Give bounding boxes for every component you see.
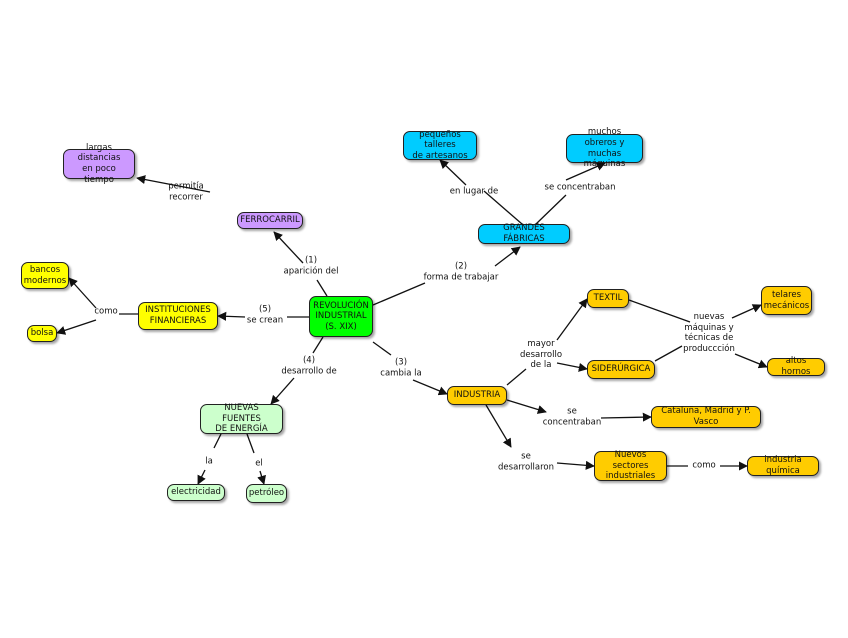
node-pequenos-talleres[interactable]: pequeños talleres de artesanos <box>403 130 477 161</box>
node-cataluna-madrid-pvasco[interactable]: Cataluña, Madrid y P. Vasco <box>651 406 761 428</box>
connector-line <box>628 299 691 323</box>
connector-line <box>600 412 652 422</box>
label-se-desarrollaron: se desarrollaron <box>498 451 554 472</box>
connector-line <box>68 277 97 309</box>
label-cambia-la: (3) cambia la <box>380 357 422 378</box>
node-ferrocarril[interactable]: FERROCARRIL <box>237 212 303 229</box>
node-largas-distancias[interactable]: largas distancias en poco tiempo <box>63 143 135 185</box>
connector-line <box>372 341 392 356</box>
node-telares-mecanicos[interactable]: telares mecánicos <box>761 286 812 315</box>
label-se-concentraban-industria: se concentraban <box>542 406 602 427</box>
label-como-quimica: como <box>692 460 716 471</box>
label-se-crean: (5) se crean <box>246 304 284 325</box>
label-el: el <box>255 458 263 469</box>
node-bolsa[interactable]: bolsa <box>27 325 57 342</box>
connector-line <box>270 377 295 405</box>
label-mayor-desarrollo: mayor desarrollo de la <box>519 339 563 371</box>
label-en-lugar-de: en lugar de <box>449 186 499 197</box>
connector-line <box>731 304 762 319</box>
label-permitia: permitía recorrer <box>168 181 204 202</box>
connector-line <box>494 246 521 267</box>
connector-line <box>556 460 595 470</box>
connector-line <box>312 336 324 354</box>
connector-line <box>213 433 222 449</box>
node-petroleo[interactable]: petróleo <box>246 484 287 503</box>
connector-line <box>654 345 683 362</box>
label-aparicion: (1) aparición del <box>283 255 339 276</box>
connector-line <box>217 311 246 321</box>
node-industria[interactable]: INDUSTRIA <box>447 386 507 405</box>
connector-line <box>273 231 304 264</box>
node-siderurgica[interactable]: SIDERÚRGICA <box>587 360 655 379</box>
connector-line <box>485 404 512 448</box>
connector-line <box>565 162 606 181</box>
label-se-concentraban-fabricas: se concentraban <box>544 182 616 193</box>
connector-line <box>257 470 266 485</box>
node-textil[interactable]: TEXTIL <box>587 289 629 308</box>
label-desarrollo-de: (4) desarrollo de <box>281 355 337 376</box>
label-la: la <box>205 456 213 467</box>
label-forma-trabajar: (2) forma de trabajar <box>423 261 499 282</box>
node-muchos-obreros[interactable]: muchos obreros y muchas máquinas <box>566 127 643 169</box>
connector-line <box>734 353 768 369</box>
node-bancos-modernos[interactable]: bancos modernos <box>21 262 69 289</box>
node-nuevos-sectores[interactable]: Nuevos sectores industriales <box>594 450 667 481</box>
node-electricidad[interactable]: electricidad <box>167 484 225 501</box>
node-nuevas-fuentes-energia[interactable]: NUEVAS FUENTES DE ENERGÍA <box>200 403 283 434</box>
connector-line <box>246 433 255 454</box>
connector-line <box>412 379 448 396</box>
label-nuevas-maquinas: nuevas máquinas y técnicas de produccció… <box>683 311 735 354</box>
connector-line <box>372 282 426 306</box>
label-como-bancos: como <box>94 306 118 317</box>
connector-line <box>506 368 527 386</box>
node-instituciones-financieras[interactable]: INSTITUCIONES FINANCIERAS <box>138 302 218 330</box>
connector-line <box>506 399 547 414</box>
connector-line <box>439 159 467 186</box>
connector-line <box>56 319 97 335</box>
connector-line <box>535 194 567 225</box>
connector-line <box>556 298 588 341</box>
node-revolucion-industrial[interactable]: REVOLUCIÓN INDUSTRIAL (S. XIX) <box>309 296 373 337</box>
node-grandes-fabricas[interactable]: GRANDES FÁBRICAS <box>478 223 570 244</box>
connector-line <box>197 469 206 485</box>
connector-line <box>136 175 211 193</box>
node-altos-hornos[interactable]: altos hornos <box>767 356 825 377</box>
node-industria-quimica[interactable]: industria química <box>747 455 819 476</box>
connector-line <box>556 362 588 372</box>
connector-line <box>483 190 523 225</box>
connector-line <box>316 279 328 297</box>
